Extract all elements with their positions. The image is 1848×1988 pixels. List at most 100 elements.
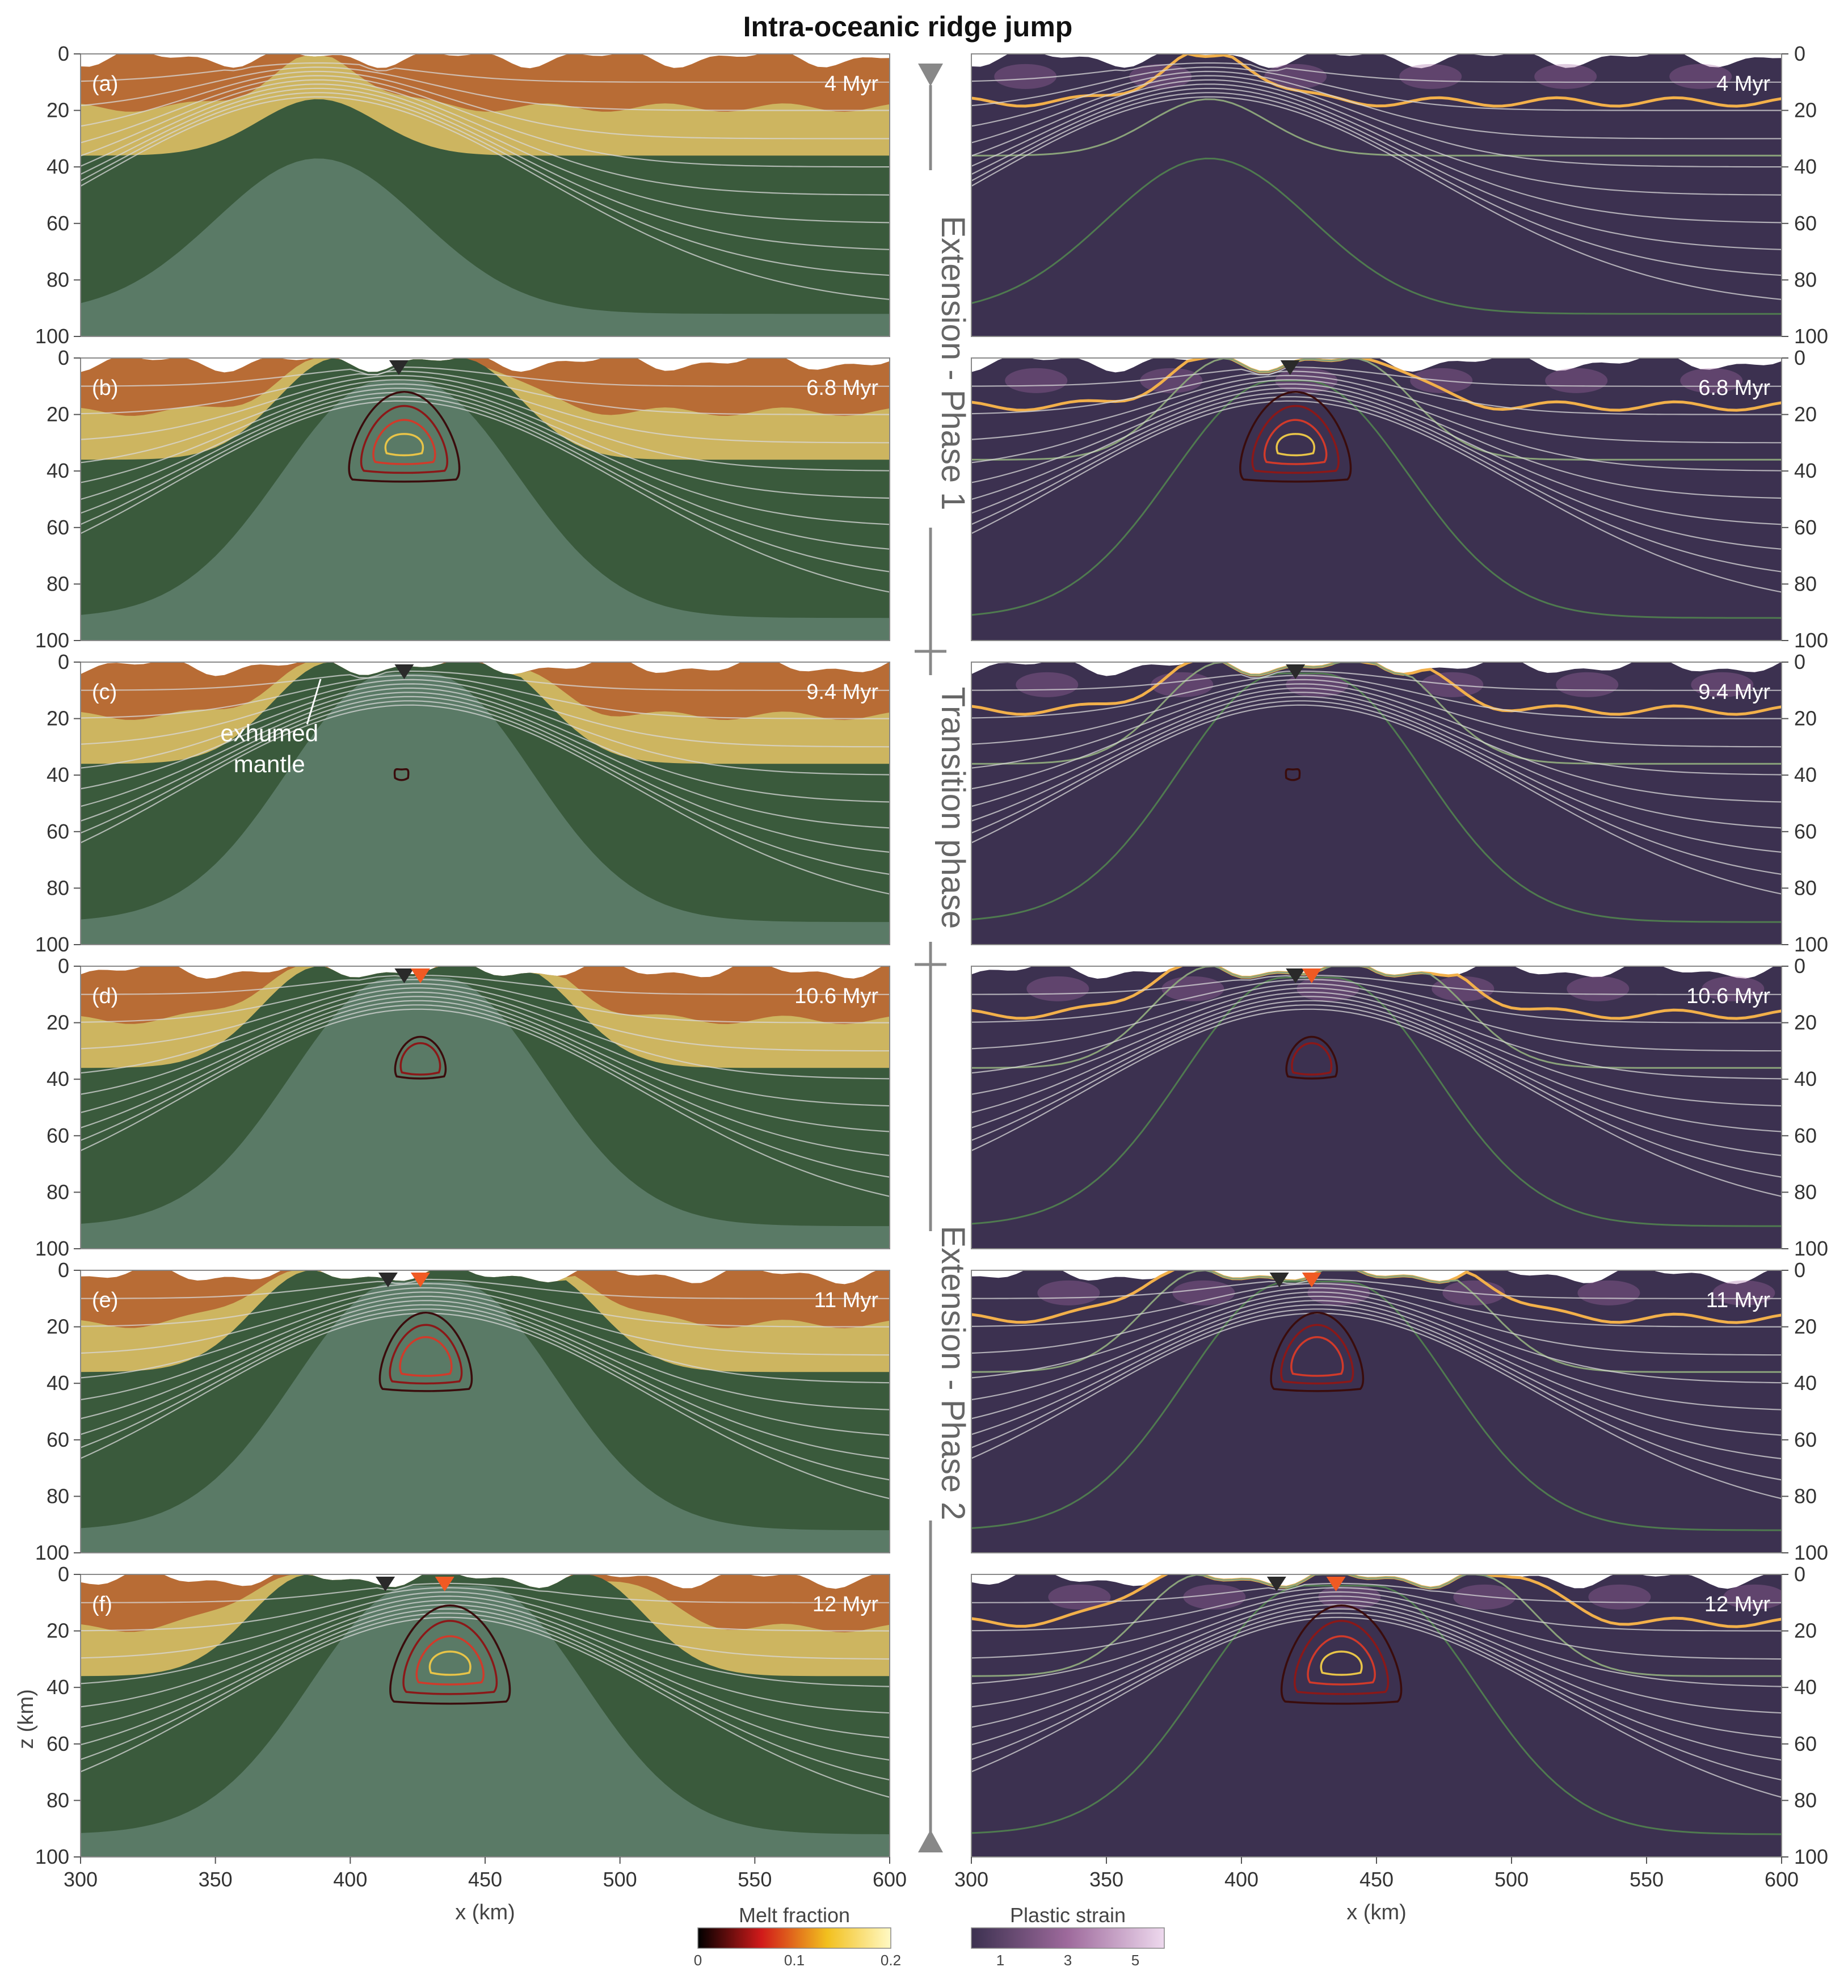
streamline xyxy=(81,991,890,1107)
y-tick-label: 60 xyxy=(47,1732,69,1755)
streamline xyxy=(971,1300,1782,1436)
y-tick-label: 80 xyxy=(47,876,69,899)
y-tick-label: 80 xyxy=(1794,572,1817,595)
streamline xyxy=(81,1287,890,1356)
streamline xyxy=(81,700,890,875)
melt-contour xyxy=(1320,1650,1363,1676)
new-ridge-marker xyxy=(435,1577,454,1591)
y-tick-label: 20 xyxy=(1794,403,1817,426)
ridge-marker xyxy=(389,360,409,375)
streamline xyxy=(971,996,1782,1132)
streamline xyxy=(81,1000,890,1156)
streamline xyxy=(971,83,1782,224)
streamline xyxy=(971,683,1782,776)
streamline xyxy=(971,979,1782,1024)
y-tick-label: 20 xyxy=(1794,1315,1817,1338)
y-tick-label: 80 xyxy=(1794,876,1817,899)
strain-field xyxy=(971,358,1782,641)
streamline xyxy=(81,388,890,525)
streamline xyxy=(971,96,1782,300)
streamline xyxy=(971,687,1782,803)
streamline xyxy=(971,991,1782,1107)
x-tick-label: 600 xyxy=(1765,1868,1799,1891)
crust-boundary-line xyxy=(971,358,1782,412)
strain-band xyxy=(1037,1280,1100,1305)
melt-contour xyxy=(1270,1311,1365,1392)
streamline xyxy=(971,1000,1782,1156)
panel-frame xyxy=(971,1270,1782,1553)
streamline xyxy=(81,1295,890,1410)
panel-label: (b) xyxy=(92,376,118,400)
panel-label: (a) xyxy=(92,72,118,96)
melt-contour xyxy=(399,1336,453,1377)
streamline xyxy=(971,1595,1782,1687)
colorbar-tick: 3 xyxy=(1064,1952,1072,1969)
streamline xyxy=(971,1295,1782,1410)
asthenosphere xyxy=(81,977,890,1249)
y-tick-label: 20 xyxy=(1794,99,1817,122)
streamline xyxy=(81,400,890,593)
y-tick-label: 60 xyxy=(1794,516,1817,539)
melt-contour xyxy=(372,419,436,465)
y-tick-label: 100 xyxy=(35,1845,69,1868)
streamline xyxy=(971,670,1782,691)
y-tick-label: 20 xyxy=(47,99,69,122)
streamline xyxy=(81,379,890,471)
time-label: 10.6 Myr xyxy=(794,984,878,1008)
streamline xyxy=(81,374,890,444)
y-tick-label: 0 xyxy=(58,346,69,369)
y-tick-label: 60 xyxy=(47,516,69,539)
ridge-marker xyxy=(1266,1577,1286,1591)
y-tick-label: 100 xyxy=(35,325,69,348)
streamline xyxy=(81,683,890,776)
streamline xyxy=(81,79,890,196)
streamline xyxy=(81,675,890,719)
y-tick-label: 20 xyxy=(1794,1619,1817,1642)
phase-gap xyxy=(907,675,954,942)
melt-contour xyxy=(1280,1324,1354,1385)
y-tick-label: 20 xyxy=(47,707,69,730)
streamline xyxy=(81,96,890,300)
y-tick-label: 60 xyxy=(1794,212,1817,235)
melt-contour xyxy=(389,1324,463,1385)
strain-band xyxy=(1048,1584,1111,1610)
streamline xyxy=(971,366,1782,387)
streamline xyxy=(81,687,890,803)
y-tick-label: 0 xyxy=(58,42,69,65)
y-tick-label: 40 xyxy=(47,763,69,786)
y-tick-label: 100 xyxy=(1794,325,1828,348)
x-tick-label: 450 xyxy=(1359,1868,1394,1891)
panel-frame xyxy=(971,357,1782,641)
streamline xyxy=(81,70,890,140)
y-tick-label: 40 xyxy=(47,1067,69,1090)
streamline xyxy=(81,1616,890,1798)
y-tick-label: 0 xyxy=(58,1258,69,1282)
panel-content xyxy=(971,1270,1782,1553)
y-tick-label: 40 xyxy=(1794,763,1817,786)
x-tick-label: 550 xyxy=(738,1868,772,1891)
streamline xyxy=(81,1608,890,1761)
panel-content xyxy=(81,1574,890,1857)
strain-band xyxy=(1567,976,1630,1001)
streamline xyxy=(971,1604,1782,1738)
strain-band xyxy=(1399,64,1462,89)
asthenosphere xyxy=(81,673,890,945)
y-tick-label: 80 xyxy=(47,1180,69,1203)
new-ridge-marker xyxy=(1302,968,1321,983)
time-label: 4 Myr xyxy=(824,72,878,96)
streamline xyxy=(81,692,890,829)
melt-contour xyxy=(1285,768,1301,781)
panel-content xyxy=(81,54,890,336)
y-tick-label: 20 xyxy=(47,1315,69,1338)
y-tick-label: 100 xyxy=(1794,629,1828,652)
y-tick-label: 100 xyxy=(1794,1541,1828,1564)
x-tick-label: 350 xyxy=(1089,1868,1123,1891)
y-tick-label: 60 xyxy=(1794,1732,1817,1755)
strain-band xyxy=(1172,1280,1235,1305)
melt-contour xyxy=(1291,1042,1333,1076)
